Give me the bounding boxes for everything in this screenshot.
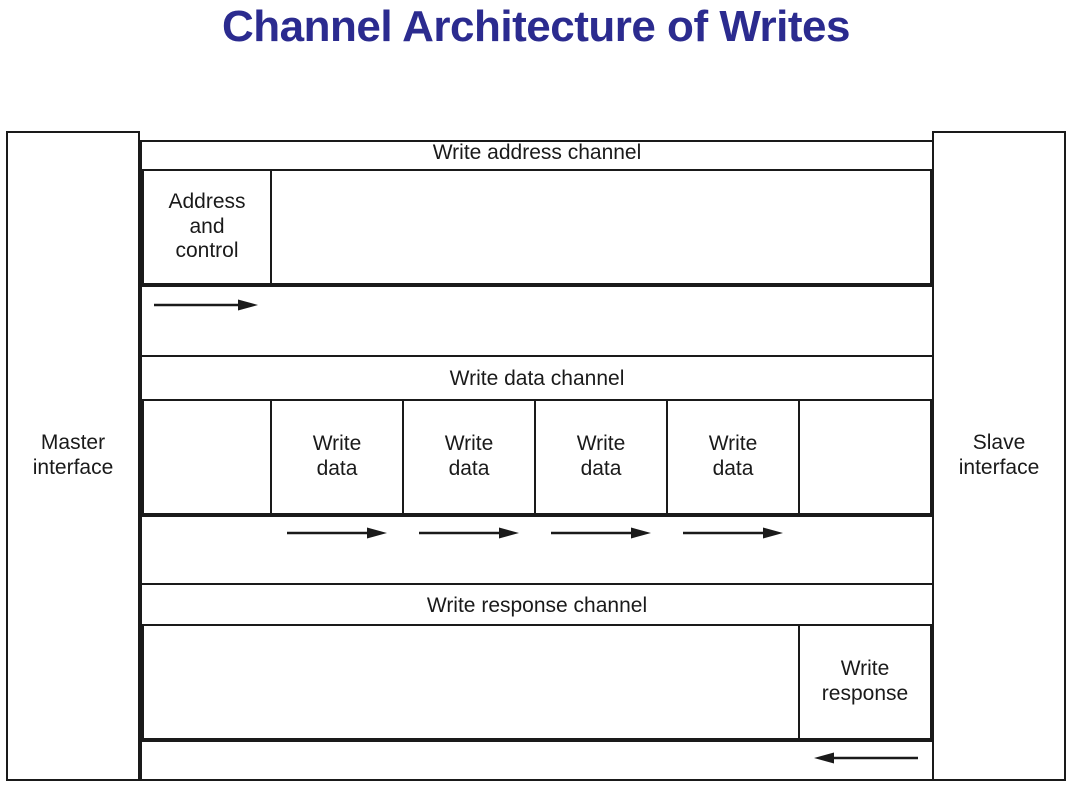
- write-response-channel-label: Write response channel: [426, 594, 648, 617]
- write-address-channel-label: Write address channel: [432, 141, 642, 164]
- write-response-line2: response: [821, 682, 909, 705]
- response-cell-empty: [142, 624, 800, 740]
- data-transfer-arrow-1: [287, 526, 387, 540]
- address-and-control-line3: control: [175, 239, 239, 263]
- band-bottom-edge: [140, 779, 934, 781]
- write-data-beat-1-line2: data: [316, 457, 358, 480]
- address-row-bottom-rule: [140, 285, 934, 287]
- master-interface-block: Master interface: [6, 131, 140, 781]
- write-data-beat-2-cell: Write data: [402, 399, 536, 515]
- write-data-beat-3-line2: data: [580, 457, 622, 480]
- write-data-beat-3-line1: Write: [576, 432, 626, 456]
- data-transfer-arrow-4: [683, 526, 783, 540]
- data-cell-empty-left: [142, 399, 272, 515]
- slave-interface-block: Slave interface: [932, 131, 1066, 781]
- write-response-line1: Write: [840, 657, 890, 681]
- data-transfer-arrow-3: [551, 526, 651, 540]
- write-data-beat-2-line2: data: [448, 457, 490, 480]
- slave-interface-label: Slave interface: [959, 431, 1040, 481]
- write-data-channel-label: Write data channel: [449, 367, 625, 390]
- address-and-control-line2: and: [189, 214, 225, 238]
- master-interface-line2: interface: [32, 456, 114, 479]
- address-and-control-cell: Address and control: [142, 169, 272, 285]
- band-left-edge: [140, 140, 142, 781]
- master-interface-line1: Master: [40, 431, 106, 455]
- data-row-bottom-rule: [140, 515, 934, 517]
- data-transfer-arrow-2: [419, 526, 519, 540]
- address-channel-empty-cell: [270, 169, 932, 285]
- address-transfer-arrow: [154, 298, 258, 312]
- address-and-control-line1: Address: [168, 189, 246, 213]
- write-data-beat-1-line1: Write: [312, 432, 362, 456]
- band-top-edge: [140, 140, 934, 142]
- page-title: Channel Architecture of Writes: [221, 2, 851, 51]
- data-to-response-separator: [140, 583, 934, 585]
- write-data-beat-3-cell: Write data: [534, 399, 668, 515]
- write-response-cell: Write response: [798, 624, 932, 740]
- write-data-beat-1-cell: Write data: [270, 399, 404, 515]
- write-data-beat-4-cell: Write data: [666, 399, 800, 515]
- data-cell-empty-right: [798, 399, 932, 515]
- write-data-beat-4-line1: Write: [708, 432, 758, 456]
- write-data-beat-2-line1: Write: [444, 432, 494, 456]
- address-to-data-separator: [140, 355, 934, 357]
- write-data-beat-4-line2: data: [712, 457, 754, 480]
- slave-interface-line1: Slave: [972, 431, 1026, 455]
- response-row-bottom-rule: [140, 740, 934, 742]
- slave-interface-line2: interface: [958, 456, 1040, 479]
- response-transfer-arrow: [814, 751, 918, 765]
- master-interface-label: Master interface: [33, 431, 114, 481]
